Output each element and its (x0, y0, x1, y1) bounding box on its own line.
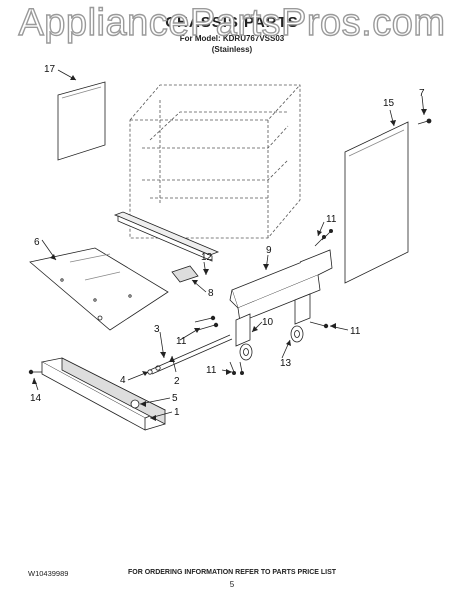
part-14-screw (28, 369, 42, 375)
part-12-rail (113, 211, 220, 262)
callout-11-left: 11 (176, 336, 187, 347)
ordering-note: FOR ORDERING INFORMATION REFER TO PARTS … (127, 569, 337, 576)
part-1-toe-kick (40, 357, 166, 431)
part-17-side-panel (57, 81, 106, 161)
callout-4: 4 (120, 375, 126, 386)
callout-13: 13 (280, 358, 292, 369)
callout-5: 5 (172, 393, 178, 404)
callout-11-bottom: 11 (206, 365, 217, 376)
callout-11-right: 11 (350, 326, 361, 337)
callout-labels: 17 15 7 11 6 9 12 8 3 11 10 11 4 2 13 11… (30, 64, 425, 418)
page-number: 5 (229, 580, 235, 589)
callout-6: 6 (34, 237, 40, 248)
part-8-clip (171, 265, 199, 283)
part-3-rod (149, 334, 233, 375)
watermark-logo: AppliancePartsPros.com (18, 1, 446, 44)
part-7-screw (417, 118, 432, 125)
diagram-title: CHASSIS PARTS (165, 14, 299, 31)
part-5-knob (130, 399, 140, 409)
callout-1: 1 (174, 407, 180, 418)
part-6-base-plate (29, 247, 169, 331)
callout-10: 10 (262, 317, 274, 328)
callout-17: 17 (44, 64, 56, 75)
variant-line: (Stainless) (211, 45, 253, 54)
part-10-bracket (235, 293, 311, 347)
part-13-rollers (239, 325, 304, 361)
part-15-side-panel (344, 121, 409, 284)
callout-3: 3 (154, 324, 160, 335)
callout-2: 2 (174, 376, 180, 387)
callout-15: 15 (383, 98, 395, 109)
callout-9: 9 (266, 245, 272, 256)
callout-8: 8 (208, 288, 214, 299)
document-number: W10439989 (28, 569, 69, 578)
callout-11-top: 11 (326, 214, 337, 225)
part-9-bracket (229, 249, 333, 323)
callout-14: 14 (30, 393, 42, 404)
part-11-screws (194, 228, 333, 375)
callout-7: 7 (419, 88, 425, 99)
leader-arrowheads (32, 75, 427, 421)
cavity-outline (129, 84, 301, 239)
model-line: For Model: KDRU767VSS03 (179, 34, 285, 43)
callout-12: 12 (201, 252, 213, 263)
